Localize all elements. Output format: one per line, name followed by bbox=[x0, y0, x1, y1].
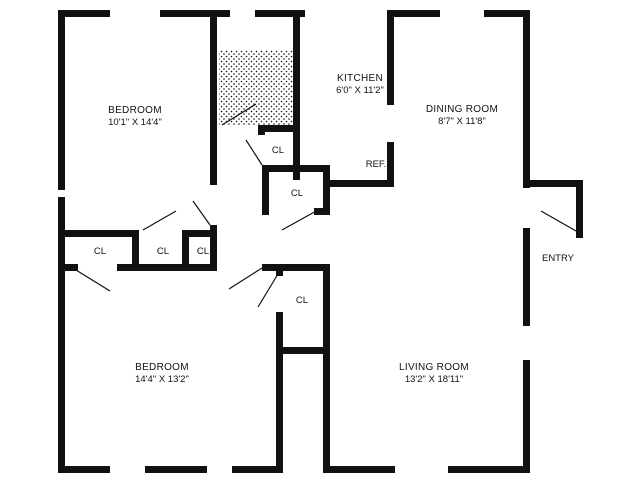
wall-bottom-3 bbox=[232, 466, 282, 473]
closet-label-bath: CL bbox=[272, 145, 284, 156]
living-room-dimensions: 13'2" X 18'11" bbox=[405, 374, 463, 385]
dining-room-name: DINING ROOM bbox=[426, 104, 498, 115]
wall-bath-right bbox=[293, 10, 300, 180]
dining-room-dimensions: 8'7" X 11'8" bbox=[438, 116, 486, 127]
wall-top-1 bbox=[58, 10, 110, 17]
wall-top-5 bbox=[484, 10, 529, 17]
wall-hall-closet-left bbox=[262, 165, 269, 215]
wall-hall-closet-right bbox=[323, 165, 330, 215]
wall-bottom-5 bbox=[448, 466, 528, 473]
closet-label-living: CL bbox=[296, 295, 308, 306]
wall-top-3 bbox=[255, 10, 305, 17]
wall-lr-closet-top bbox=[262, 264, 330, 271]
wall-right-lower bbox=[523, 360, 530, 473]
bath-door-swing bbox=[221, 103, 257, 126]
wall-closet2-right bbox=[182, 230, 189, 270]
bedroom2-dimensions: 14'4" X 13'2" bbox=[135, 374, 189, 385]
wall-hall-closet-stub bbox=[314, 208, 330, 215]
entry-label: ENTRY bbox=[542, 253, 575, 264]
wall-closet1-stub bbox=[62, 264, 78, 271]
closet-label-hall: CL bbox=[291, 188, 303, 199]
wall-bottom-2 bbox=[145, 466, 207, 473]
wall-left-lower bbox=[58, 267, 65, 473]
closet1-door-swing bbox=[75, 269, 111, 292]
closet-label-2: CL bbox=[157, 246, 169, 257]
wall-bottom-1 bbox=[58, 466, 110, 473]
wall-right-mid bbox=[523, 228, 530, 326]
wall-lr-closet-right bbox=[323, 264, 330, 473]
wall-bottom-4 bbox=[323, 466, 395, 473]
wall-lr-closet-left bbox=[276, 312, 283, 473]
wall-kitchen-dining-upper bbox=[387, 10, 394, 105]
wall-closets-top-left bbox=[58, 230, 138, 237]
living-room-name: LIVING ROOM bbox=[399, 362, 469, 373]
bathroom-tile-floor bbox=[219, 50, 294, 125]
wall-bath-bottom bbox=[258, 125, 300, 132]
wall-bedroom1-right-lower bbox=[210, 225, 217, 267]
bath-closet-door-swing bbox=[245, 139, 263, 166]
closet-label-3: CL bbox=[197, 246, 209, 257]
ref-label: REF. bbox=[366, 159, 387, 170]
closet2-door-swing bbox=[142, 210, 177, 231]
bedroom1-door-swing bbox=[192, 200, 211, 226]
lr-closet-door-swing bbox=[257, 273, 279, 308]
bedroom1-dimensions: 10'1" X 14'4" bbox=[108, 117, 162, 128]
wall-right-upper bbox=[523, 10, 530, 188]
bedroom2-name: BEDROOM bbox=[135, 362, 189, 373]
bedroom1-name: BEDROOM bbox=[108, 105, 162, 116]
wall-kitchen-bottom bbox=[330, 180, 394, 187]
wall-top-2 bbox=[160, 10, 230, 17]
bedroom2-door-swing bbox=[228, 267, 263, 290]
wall-lr-closet-stub bbox=[276, 264, 283, 276]
closet-label-1: CL bbox=[94, 246, 106, 257]
wall-bath-closet-side bbox=[258, 125, 265, 135]
wall-lr-closet-bottom bbox=[276, 347, 330, 354]
wall-bedroom1-right-upper bbox=[210, 10, 217, 185]
wall-closets-bottom bbox=[117, 264, 217, 271]
wall-top-4 bbox=[387, 10, 440, 17]
hall-closet-door-swing bbox=[281, 209, 319, 231]
wall-closets-top-right bbox=[182, 230, 217, 237]
wall-hall-closet-top bbox=[262, 165, 330, 172]
wall-entry-top bbox=[523, 180, 583, 187]
wall-left-upper bbox=[58, 10, 65, 190]
kitchen-name: KITCHEN bbox=[337, 73, 383, 84]
wall-kitchen-dining-lower bbox=[387, 142, 394, 187]
wall-entry-side bbox=[576, 180, 583, 238]
wall-closet1-right bbox=[132, 230, 139, 270]
entry-door-swing bbox=[540, 210, 577, 232]
kitchen-dimensions: 6'0" X 11'2" bbox=[336, 85, 384, 96]
